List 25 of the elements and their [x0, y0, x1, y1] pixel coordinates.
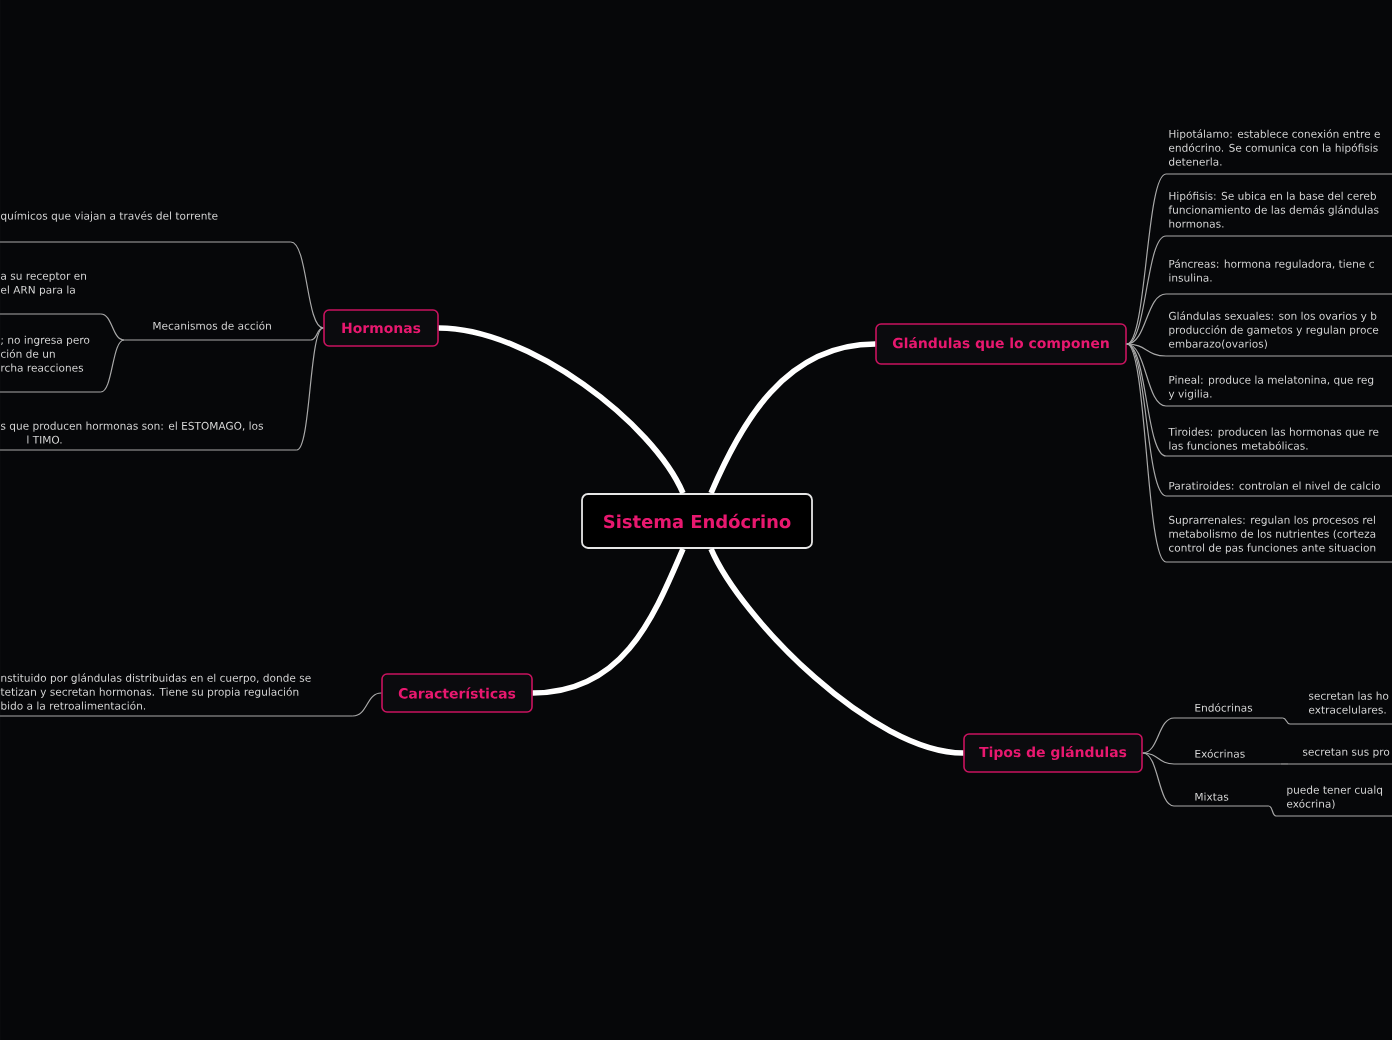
branch-line: [1126, 343, 1167, 357]
branch-line: [532, 547, 686, 696]
branch-line: [1280, 763, 1289, 765]
branch-line: [1142, 752, 1175, 807]
branch-line: [1126, 343, 1167, 407]
branch-line: [100, 339, 125, 393]
central-topic-box: Sistema Endócrino: [581, 493, 813, 549]
branch-line: [708, 547, 964, 756]
branch-line: [1126, 343, 1167, 563]
branch-line: [290, 241, 324, 329]
branch-line: [1268, 805, 1277, 817]
branch-line: [708, 341, 876, 495]
branch-line: [1282, 717, 1291, 725]
branch-line: [1126, 293, 1167, 345]
branch-line: [1126, 343, 1167, 457]
branch-line: [310, 327, 324, 341]
branch-line: [1142, 752, 1175, 765]
branch-line: [1126, 235, 1167, 345]
branch-line: [296, 327, 324, 451]
branch-line: [438, 325, 686, 495]
branch-line: [1142, 717, 1175, 754]
branch-line: [1126, 173, 1167, 345]
branch-line: [352, 692, 382, 717]
branch-line: [100, 313, 125, 341]
branch-line: [1126, 343, 1167, 497]
